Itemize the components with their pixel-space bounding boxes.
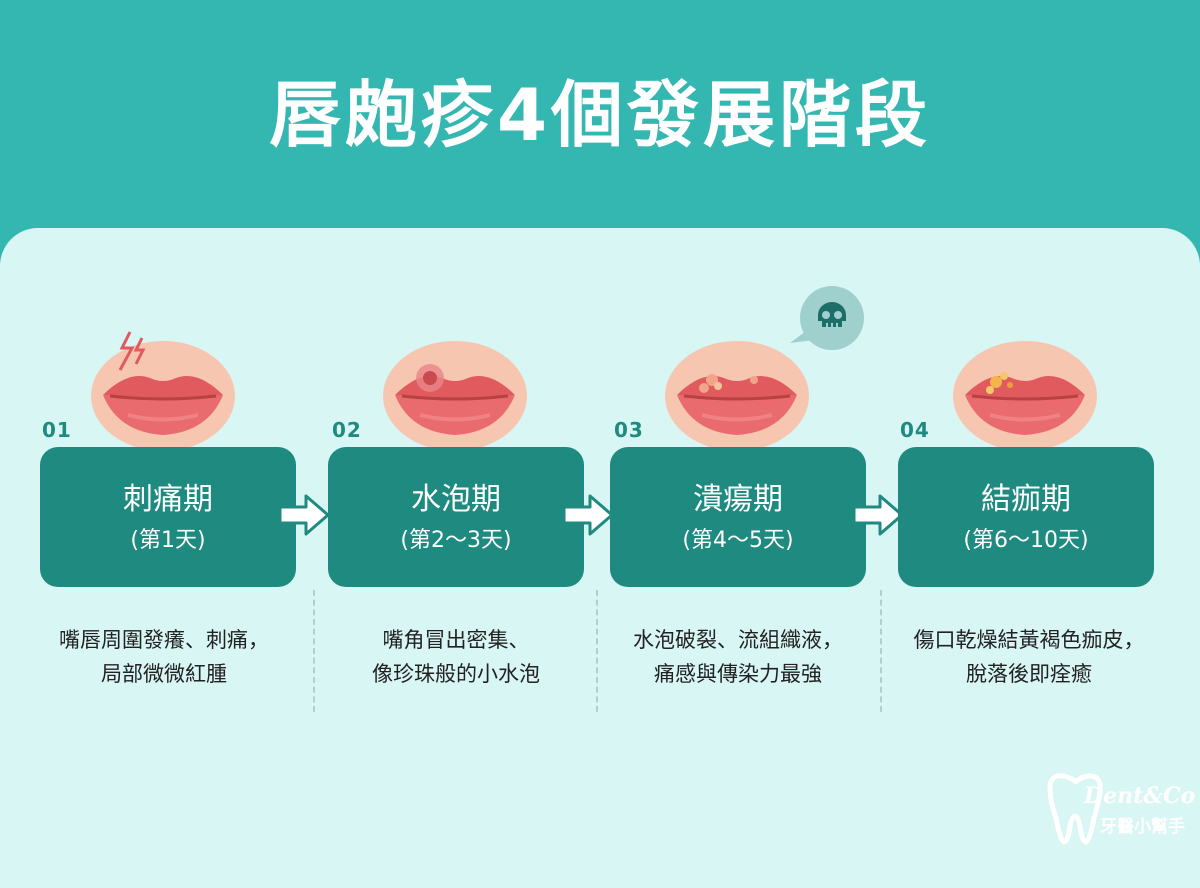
divider [313,590,315,712]
stage-card-3: 潰瘍期 (第4～5天) [610,447,866,587]
arrow-right-icon [562,494,614,536]
logo-subtitle: 牙醫小幫手 [1100,817,1185,837]
stage-description-4: 傷口乾燥結黃褐色痂皮， 脫落後即痊癒 [884,623,1174,691]
description-line: 局部微微紅腫 [101,662,227,686]
tooth-logo-icon [1047,773,1103,845]
stage-days: (第2～3天) [400,528,512,553]
stage-number-2: 02 [332,418,362,442]
stage-card-4: 結痂期 (第6～10天) [898,447,1154,587]
arrow-right-icon [852,494,904,536]
stage-days: (第6～10天) [963,528,1089,553]
stage-days: (第1天) [130,528,206,553]
stage-card-1: 刺痛期 (第1天) [40,447,296,587]
lips-icon [91,341,235,451]
description-line: 水泡破裂、流組織液， [633,628,843,652]
lips-icon [953,341,1097,451]
lips-icon [383,341,527,451]
stage-description-3: 水泡破裂、流組織液， 痛感與傳染力最強 [598,623,878,691]
page-title: 唇皰疹4個發展階段 [268,73,932,157]
stage-number-4: 04 [900,418,930,442]
logo-brand: Dent&Co [1084,783,1196,809]
skull-icon [790,286,864,350]
stage-description-1: 嘴唇周圍發癢、刺痛， 局部微微紅腫 [24,623,304,691]
lightning-icon [118,331,146,371]
stage-description-2: 嘴角冒出密集、 像珍珠般的小水泡 [316,623,596,691]
stage-name: 潰瘍期 [693,482,783,517]
description-line: 嘴唇周圍發癢、刺痛， [59,628,269,652]
description-line: 像珍珠般的小水泡 [372,662,540,686]
description-line: 脫落後即痊癒 [966,662,1092,686]
divider [596,590,598,712]
arrow-right-icon [278,494,330,536]
stage-name: 水泡期 [411,482,501,517]
stage-card-2: 水泡期 (第2～3天) [328,447,584,587]
stage-days: (第4～5天) [682,528,794,553]
stage-number-1: 01 [42,418,72,442]
divider [880,590,882,712]
description-line: 痛感與傳染力最強 [654,662,822,686]
stage-name: 結痂期 [981,482,1071,517]
stage-name: 刺痛期 [123,482,213,517]
stage-number-3: 03 [614,418,644,442]
description-line: 嘴角冒出密集、 [382,628,530,652]
description-line: 傷口乾燥結黃褐色痂皮， [913,628,1145,652]
lips-icon [665,341,809,451]
